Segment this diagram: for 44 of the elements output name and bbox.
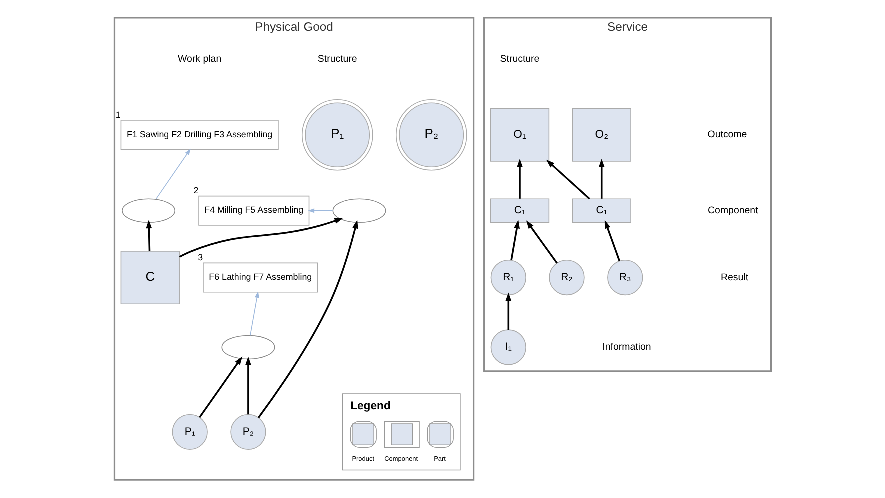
arrow [178,218,343,258]
arrow [146,220,152,252]
arrow [516,158,522,199]
label: Legend [350,400,390,413]
label: Result [720,272,748,284]
arrow [198,356,242,418]
node-circle: P₂ [396,99,467,171]
node-label: 3 [198,252,203,263]
arrow [526,220,558,264]
arrow [505,292,512,330]
node-circle: P₂ [230,414,266,450]
arrow [250,291,259,336]
label: Structure [500,54,540,65]
label: Component [708,205,758,216]
label: Information [602,342,651,353]
label: Work plan [178,54,222,65]
node-box: O₁ [490,108,550,162]
arrow [245,356,251,415]
node-circle: P₁ [172,414,208,450]
node-box: C₁ [490,198,550,224]
arrow [510,220,520,261]
node-ellipse [221,335,275,360]
node-box: C [120,251,180,305]
node-box: F6 Lathing F7 Assembling [202,262,318,293]
node-ellipse [122,198,176,224]
arrow [546,160,590,200]
node-label: 1 [115,110,120,120]
node-circle: R₃ [607,260,643,296]
arrow [155,148,190,200]
node-circle: I₁ [490,330,526,366]
node-circle: R₂ [548,260,584,296]
node-box: C₁ [572,198,631,224]
label: Structure [317,54,357,65]
arrow [604,220,620,262]
node-box: O₂ [572,108,631,162]
label: Outcome [707,130,747,141]
arrow [598,158,604,199]
node-box: F4 Milling F5 Assembling [198,196,310,226]
node-box: F1 Sawing F2 Drilling F3 Assembling [120,120,278,150]
node-circle: P₁ [301,99,373,171]
node-label: 2 [193,186,198,196]
arrow [257,220,358,418]
node-circle: R₁ [490,260,526,296]
arrow [308,208,333,214]
